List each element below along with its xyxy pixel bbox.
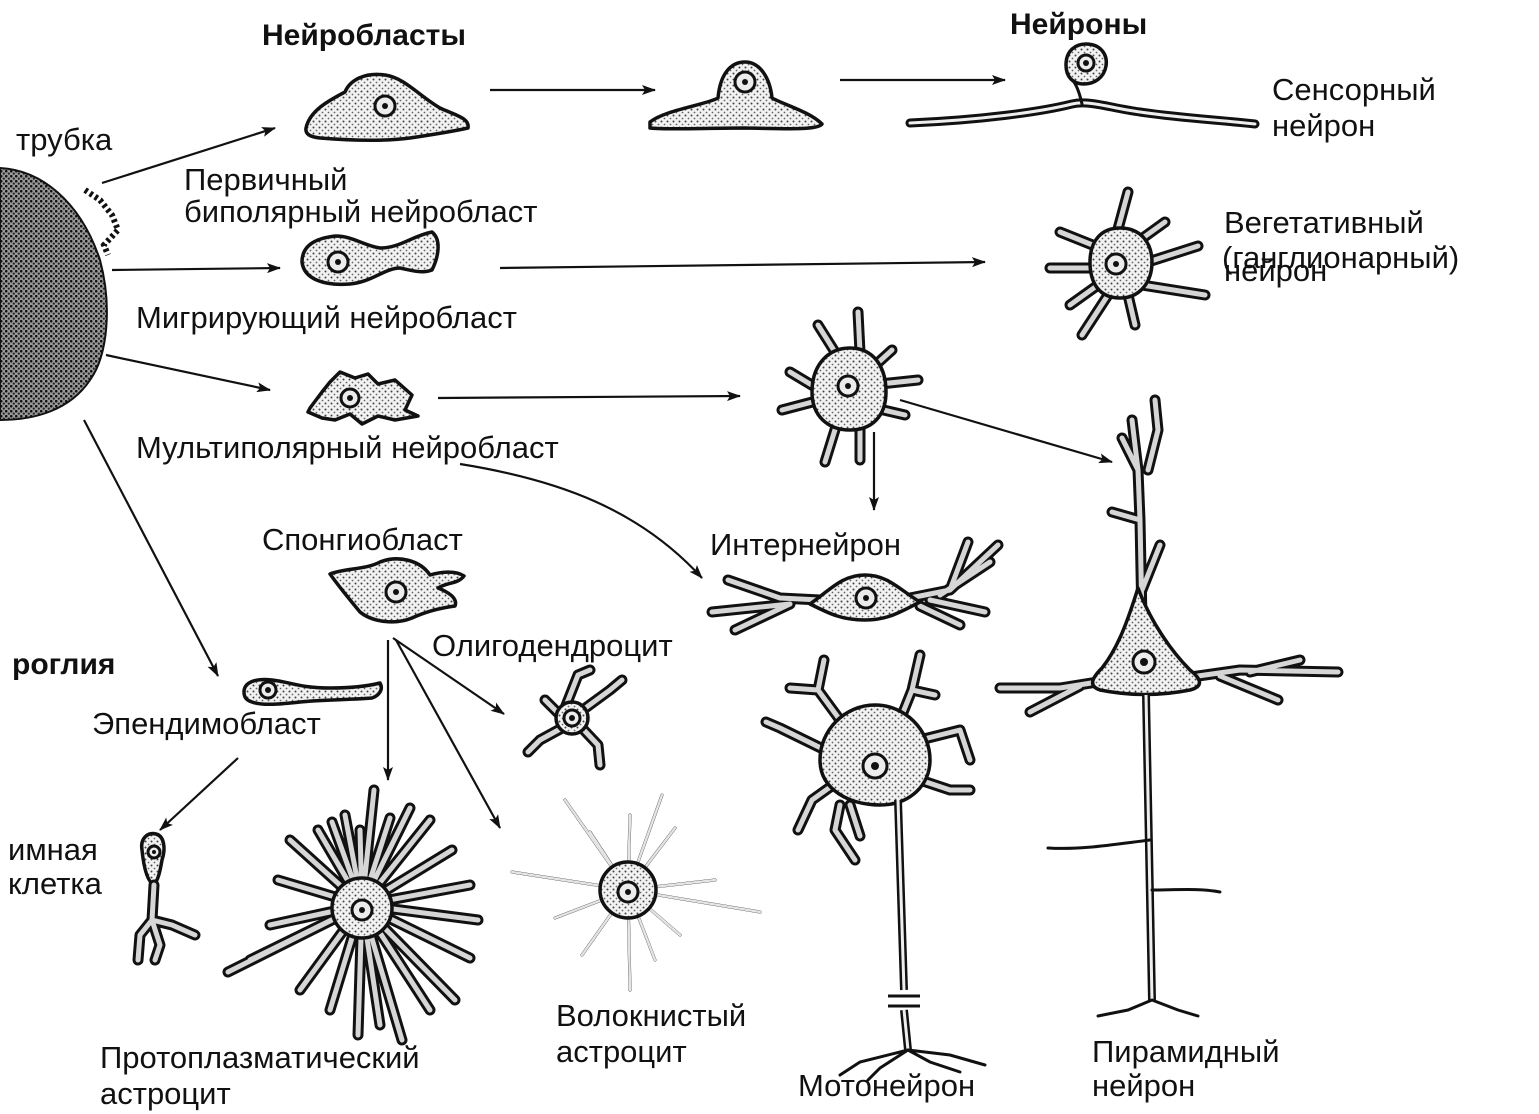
motoneuron: [766, 655, 985, 1080]
glia-label: роглия: [12, 647, 115, 683]
bipolar-intermediate-cell: [650, 62, 822, 129]
protoplasmic-astrocyte-label-2: астроцит: [100, 1076, 231, 1112]
vegetative-neuron-label-3: нейрон: [1224, 253, 1327, 289]
fibrous-astrocyte: [512, 795, 760, 990]
ependymal-cell: [138, 834, 195, 960]
vegetative-neuron: [1050, 192, 1205, 335]
neurons-header: Нейроны: [1010, 7, 1147, 43]
motoneuron-label: Мотонейрон: [798, 1068, 975, 1104]
primary-bipolar-label-1: Первичный: [184, 162, 347, 198]
fibrous-astrocyte-label-1: Волокнистый: [556, 998, 746, 1034]
multipolar-intermediate-neuron: [782, 312, 918, 462]
neural-tube-label: трубка: [16, 122, 112, 158]
spongioblast-label: Спонгиобласт: [262, 522, 463, 558]
sensory-neuron-label-1: Сенсорный: [1272, 72, 1436, 108]
neural-tube: [0, 168, 118, 420]
ependymoblast: [244, 680, 381, 705]
oligodendrocyte: [528, 670, 622, 765]
migrating-neuroblast-label: Мигрирующий нейробласт: [136, 300, 517, 336]
spongioblast: [330, 559, 464, 622]
ependymoblast-label: Эпендимобласт: [92, 706, 321, 742]
protoplasmic-astrocyte-label-1: Протоплазматический: [100, 1040, 420, 1076]
oligodendrocyte-label: Олигодендроцит: [432, 628, 673, 664]
sensory-neuron-label-2: нейрон: [1272, 108, 1375, 144]
multipolar-neuroblast-label: Мультиполярный нейробласт: [136, 430, 559, 466]
sensory-neuron: [910, 44, 1255, 124]
interneuron-label: Интернейрон: [710, 527, 901, 563]
fibrous-astrocyte-label-2: астроцит: [556, 1034, 687, 1070]
primary-bipolar-label-2: биполярный нейробласт: [184, 194, 537, 230]
migrating-neuroblast: [302, 232, 438, 284]
neuroblasts-header: Нейробласты: [262, 18, 466, 54]
multipolar-neuroblast: [308, 372, 418, 424]
ependymal-cell-label-2: клетка: [8, 866, 102, 902]
primary-bipolar-neuroblast: [306, 74, 468, 140]
pyramidal-neuron: [1000, 400, 1338, 1016]
ependymal-cell-label-1: имная: [8, 832, 98, 868]
pyramidal-neuron-label-2: нейрон: [1092, 1068, 1195, 1104]
vegetative-neuron-label-1: Вегетативный: [1224, 205, 1424, 241]
pyramidal-neuron-label-1: Пирамидный: [1092, 1034, 1280, 1070]
protoplasmic-astrocyte: [228, 790, 478, 1040]
